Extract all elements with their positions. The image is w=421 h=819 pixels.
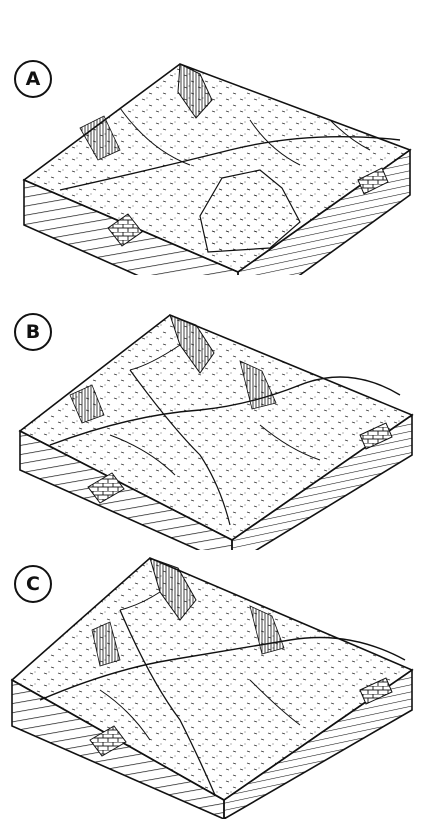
panel-c-land-surface — [12, 558, 412, 800]
panel-a: A — [0, 0, 421, 275]
panel-b-block-diagram — [0, 275, 421, 550]
panel-c: C — [0, 550, 421, 819]
panel-c-block-diagram — [0, 550, 421, 819]
panel-a-block-diagram — [0, 0, 421, 275]
panel-b-land-surface — [20, 315, 412, 540]
panel-b: B — [0, 275, 421, 550]
